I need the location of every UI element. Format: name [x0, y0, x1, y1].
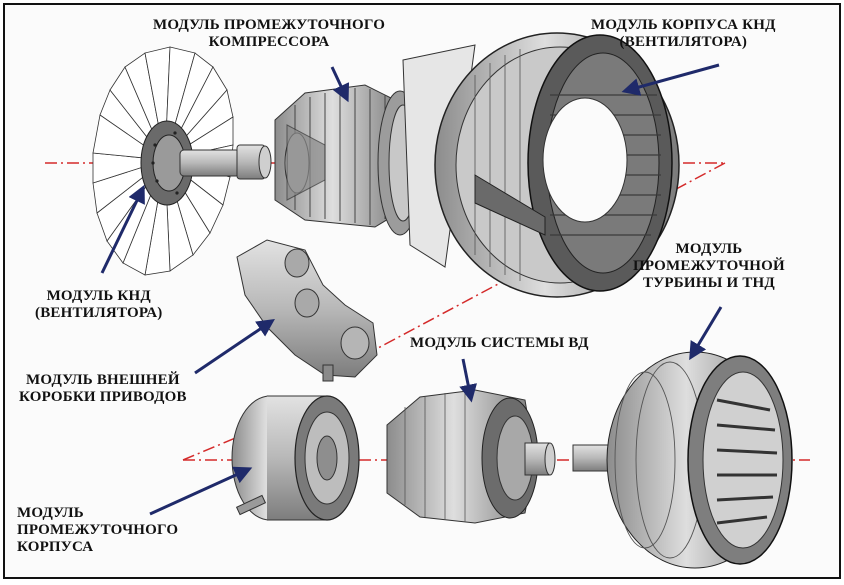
- hp-system-module: [386, 389, 556, 524]
- label-line: КОРОБКИ ПРИВОДОВ: [19, 389, 187, 405]
- label-line: ПРОМЕЖУТОЧНОГО: [17, 522, 179, 538]
- label-line: ПРОМЕЖУТОЧНОЙ: [633, 258, 785, 274]
- label-line: ТУРБИНЫ И ТНД: [643, 275, 775, 291]
- label-intermediate-case: МОДУЛЬ ПРОМЕЖУТОЧНОГО КОРПУСА: [17, 505, 178, 556]
- label-line: (ВЕНТИЛЯТОРА): [619, 34, 748, 50]
- turbine-module: [572, 351, 793, 569]
- gearbox-module: [236, 239, 378, 382]
- label-lp-compressor: МОДУЛЬ КНД (ВЕНТИЛЯТОРА): [35, 288, 163, 322]
- engine-modules-artwork: [45, 32, 810, 569]
- label-line: КОРПУСА: [17, 539, 94, 555]
- label-line: МОДУЛЬ ПРОМЕЖУТОЧНОГО: [153, 17, 386, 33]
- label-line: МОДУЛЬ КНД: [46, 288, 151, 304]
- label-fan-case: МОДУЛЬ КОРПУСА КНД (ВЕНТИЛЯТОРА): [591, 17, 776, 51]
- label-gearbox: МОДУЛЬ ВНЕШНЕЙ КОРОБКИ ПРИВОДОВ: [19, 372, 187, 406]
- fan-module: [92, 46, 272, 276]
- label-line: МОДУЛЬ: [17, 505, 84, 521]
- label-line: МОДУЛЬ: [675, 241, 743, 257]
- intermediate-case-module: [231, 395, 360, 521]
- label-intermediate-compressor: МОДУЛЬ ПРОМЕЖУТОЧНОГО КОМПРЕССОРА: [153, 17, 385, 51]
- label-intermediate-turbine: МОДУЛЬ ПРОМЕЖУТОЧНОЙ ТУРБИНЫ И ТНД: [633, 241, 785, 292]
- label-line: МОДУЛЬ ВНЕШНЕЙ: [26, 372, 180, 388]
- intermediate-compressor-module: [274, 84, 423, 236]
- label-line: (ВЕНТИЛЯТОРА): [35, 305, 163, 321]
- label-line: КОМПРЕССОРА: [208, 34, 330, 50]
- exploded-engine-diagram: МОДУЛЬ ПРОМЕЖУТОЧНОГО КОМПРЕССОРА МОДУЛЬ…: [3, 3, 841, 579]
- leader-arrows: [100, 63, 723, 516]
- label-line: МОДУЛЬ СИСТЕМЫ ВД: [410, 335, 589, 351]
- label-hp-system: МОДУЛЬ СИСТЕМЫ ВД: [410, 335, 589, 352]
- fan-case-module: [402, 32, 680, 298]
- label-line: МОДУЛЬ КОРПУСА КНД: [591, 17, 776, 33]
